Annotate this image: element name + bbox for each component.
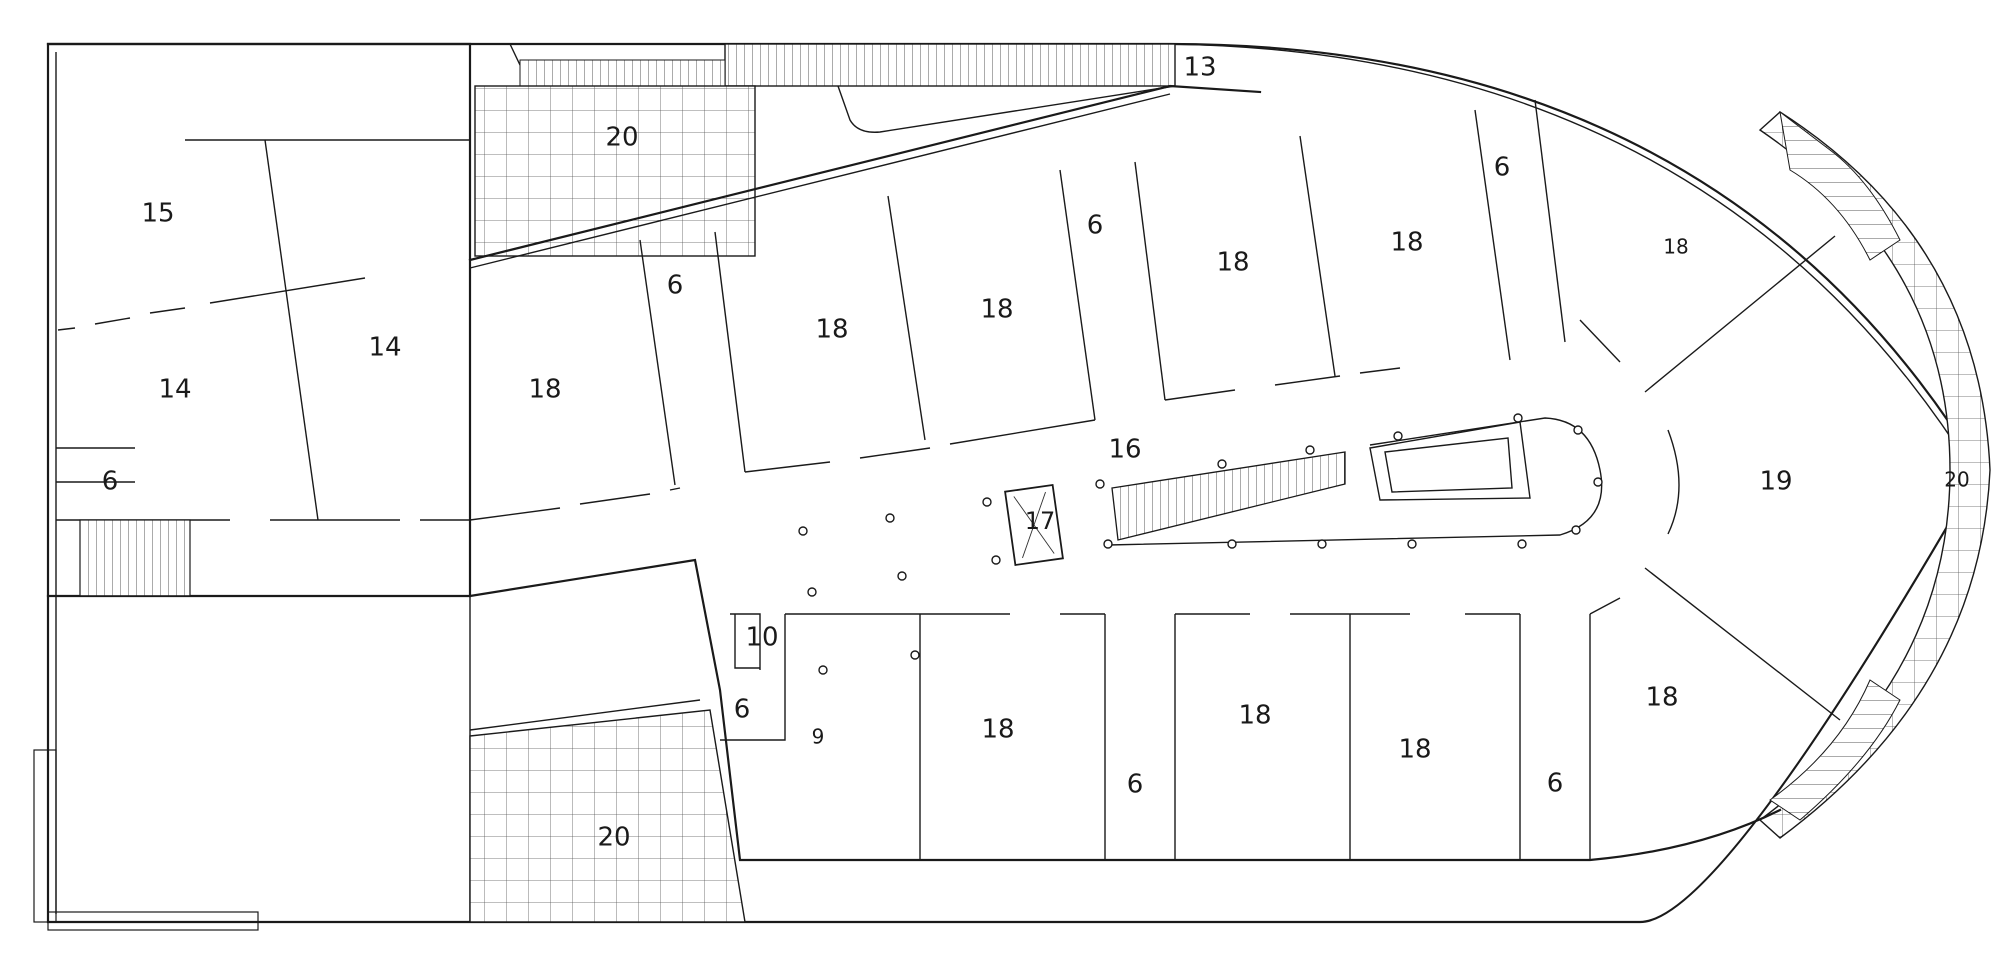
- terrace-20-right: [1758, 111, 1991, 839]
- room-label-6-a: 6: [102, 467, 119, 497]
- north-rooms: [468, 84, 1841, 721]
- room-label-14-b: 14: [158, 375, 191, 405]
- room-label-6-d: 6: [1494, 153, 1511, 183]
- room-label-19: 19: [1759, 467, 1792, 497]
- shaft-17: [1004, 484, 1064, 566]
- room-label-15: 15: [141, 199, 174, 229]
- room-label-18-c: 18: [980, 295, 1013, 325]
- room-label-18-d: 18: [1216, 248, 1249, 278]
- seating-band: [1779, 110, 1901, 261]
- room-label-18-f: 18: [1663, 235, 1688, 259]
- room-label-18-b: 18: [815, 315, 848, 345]
- room-label-14-a: 14: [368, 333, 401, 363]
- room-label-18-i: 18: [1398, 735, 1431, 765]
- outer-walls: [46, 42, 1982, 924]
- room-label-6-b: 6: [667, 271, 684, 301]
- room-label-20-b: 20: [1944, 468, 1969, 492]
- room-label-18-a: 18: [528, 375, 561, 405]
- room-label-20-c: 20: [597, 823, 630, 853]
- room-label-9: 9: [812, 725, 825, 749]
- left-wing: [33, 42, 472, 931]
- balcony-13: [509, 43, 1176, 133]
- room-label-18-h: 18: [1238, 701, 1271, 731]
- room-label-6-c: 6: [1087, 211, 1104, 241]
- rotunda-19-arc: [1667, 429, 1680, 535]
- terrace-20-top: [474, 85, 756, 257]
- room-labels: 13 15 14 14 6 20 18 6 18 18 6 18 18 6 18…: [102, 53, 1970, 853]
- seating-band-lower: [1769, 679, 1901, 821]
- columns: [798, 413, 1603, 675]
- room-label-18-j: 18: [1645, 683, 1678, 713]
- central-stair: [1107, 417, 1603, 546]
- south-rooms: [468, 558, 1782, 862]
- room-label-6-f: 6: [1127, 770, 1144, 800]
- room-label-6-e: 6: [734, 695, 751, 725]
- room-label-17: 17: [1025, 507, 1056, 535]
- room-label-13: 13: [1183, 53, 1216, 83]
- terrace-20-bottom: [469, 709, 746, 923]
- room-label-18-g: 18: [981, 715, 1014, 745]
- room-label-18-e: 18: [1390, 228, 1423, 258]
- room-label-6-g: 6: [1547, 769, 1564, 799]
- room-label-10: 10: [745, 623, 778, 653]
- room-label-16: 16: [1108, 435, 1141, 465]
- room-label-20-a: 20: [605, 123, 638, 153]
